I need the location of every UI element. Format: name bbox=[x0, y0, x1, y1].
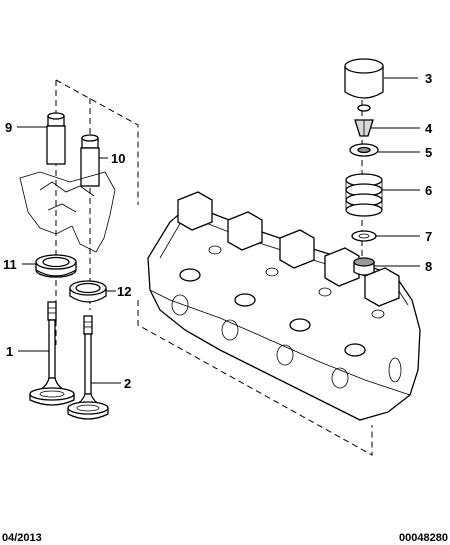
callout-10: 10 bbox=[111, 151, 125, 166]
footer-date: 04/2013 bbox=[2, 532, 42, 544]
callout-11: 11 bbox=[3, 257, 17, 272]
part-10-valve-guide bbox=[80, 134, 100, 187]
part-9-valve-guide bbox=[46, 112, 66, 165]
callout-9: 9 bbox=[5, 120, 12, 135]
part-7-spring-seat bbox=[351, 230, 377, 242]
leader-lines bbox=[17, 77, 420, 384]
callout-4: 4 bbox=[425, 121, 433, 136]
head-cross-section bbox=[19, 171, 116, 253]
callout-5: 5 bbox=[425, 145, 432, 160]
callout-6: 6 bbox=[425, 183, 432, 198]
part-6-valve-spring bbox=[345, 173, 383, 217]
part-8-valve-stem-seal bbox=[353, 257, 375, 276]
part-1-valve bbox=[29, 301, 75, 406]
callout-3: 3 bbox=[425, 71, 432, 86]
bearing-caps bbox=[177, 191, 400, 307]
part-3-bucket-tappet bbox=[344, 58, 384, 99]
part-4-valve-collets bbox=[354, 119, 374, 137]
callout-8: 8 bbox=[425, 259, 432, 274]
port-openings bbox=[171, 294, 402, 389]
callout-12: 12 bbox=[117, 284, 131, 299]
part-12-valve-seat-insert bbox=[69, 280, 107, 303]
callout-1: 1 bbox=[6, 344, 13, 359]
callout-7: 7 bbox=[425, 229, 432, 244]
part-3-shim bbox=[357, 104, 371, 112]
part-11-valve-seat-insert bbox=[35, 254, 77, 278]
footer-reference: 00048280 bbox=[399, 532, 448, 544]
part-5-spring-retainer bbox=[349, 143, 379, 157]
callout-numbers: 9 10 3 4 5 6 7 8 11 12 1 2 bbox=[3, 71, 433, 391]
callout-2: 2 bbox=[124, 376, 131, 391]
part-2-valve bbox=[67, 315, 109, 420]
valve-bores bbox=[179, 245, 385, 357]
cylinder-head bbox=[147, 191, 421, 421]
